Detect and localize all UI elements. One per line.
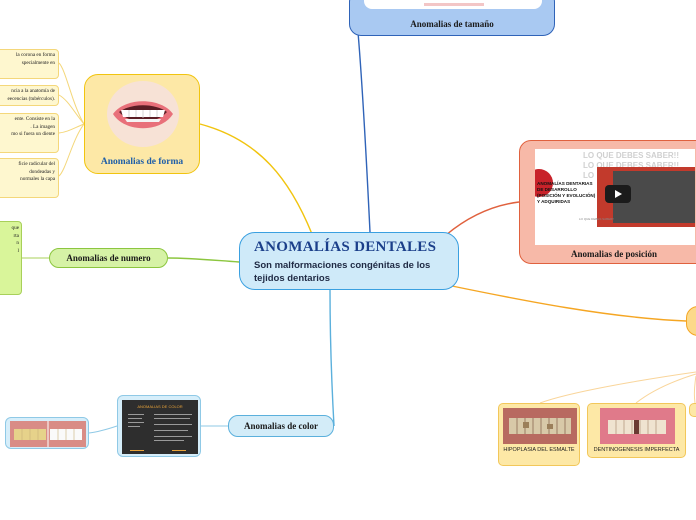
posicion-video[interactable]: LO QUE DEBES SABER!! LO QUE DEBES SABER!…	[535, 149, 695, 245]
color-teeth-image[interactable]	[5, 417, 89, 449]
dentinogenesis-card[interactable]: DENTINOGENESIS IMPERFECTA	[587, 403, 686, 458]
estructura-card-3[interactable]	[689, 403, 696, 417]
video-small-text: LO QUE DEBES SABER!!	[579, 217, 615, 221]
topic-tamano[interactable]: Anomalias de tamaño	[349, 0, 555, 36]
color-panel-slide: ANOMALIAS DE COLOR	[122, 400, 198, 454]
posicion-label: Anomalias de posición	[570, 249, 657, 259]
color-panel-image[interactable]: ANOMALIAS DE COLOR	[117, 395, 201, 457]
topic-numero[interactable]: Anomalias de numero	[49, 248, 168, 268]
teeth-photo	[10, 421, 86, 447]
hipoplasia-card[interactable]: HIPOPLASIA DEL ESMALTE	[498, 403, 580, 466]
forma-leaf-4[interactable]: ficie radicular del dondeadas y normales…	[0, 158, 59, 198]
central-topic[interactable]: ANOMALÍAS DENTALES Son malformaciones co…	[239, 232, 459, 290]
smile-teeth-image	[107, 81, 179, 147]
forma-leaf-1[interactable]: la corona en forma specialmente en	[0, 49, 59, 79]
red-circle-decoration	[535, 169, 553, 197]
video-title: ANOMALÍAS DENTARIAS DE DESARROLLO (POSIC…	[537, 181, 596, 204]
tamano-label: Anomalias de tamaño	[410, 19, 494, 29]
dentinogenesis-caption: DENTINOGENESIS IMPERFECTA	[593, 447, 680, 453]
central-title: ANOMALÍAS DENTALES	[254, 239, 437, 255]
tamano-image	[364, 0, 542, 9]
topic-posicion[interactable]: LO QUE DEBES SABER!! LO QUE DEBES SABER!…	[519, 140, 696, 264]
play-icon[interactable]	[605, 185, 631, 203]
video-heading-1: LO QUE DEBES SABER!!	[583, 151, 680, 160]
forma-label: Anomalias de forma	[100, 157, 184, 167]
video-heading-3: LO	[583, 171, 595, 180]
forma-leaf-2[interactable]: ncia a la anatomía de eecencias (tubércu…	[0, 85, 59, 106]
numero-leaf[interactable]: que rta n l	[0, 221, 22, 295]
dentinogenesis-image	[600, 408, 675, 444]
video-heading-2: LO QUE DEBES SABER!!	[583, 161, 680, 170]
central-subtitle: Son malformaciones congénitas de los tej…	[254, 260, 431, 284]
topic-forma[interactable]: Anomalias de forma	[84, 74, 200, 174]
hipoplasia-caption: HIPOPLASIA DEL ESMALTE	[503, 447, 575, 453]
topic-color[interactable]: Anomalias de color	[228, 415, 334, 437]
color-panel-title: ANOMALIAS DE COLOR	[137, 404, 183, 409]
hipoplasia-image	[503, 408, 577, 444]
forma-leaf-3[interactable]: ente. Consiste en la . La imagen mo si f…	[0, 113, 59, 153]
